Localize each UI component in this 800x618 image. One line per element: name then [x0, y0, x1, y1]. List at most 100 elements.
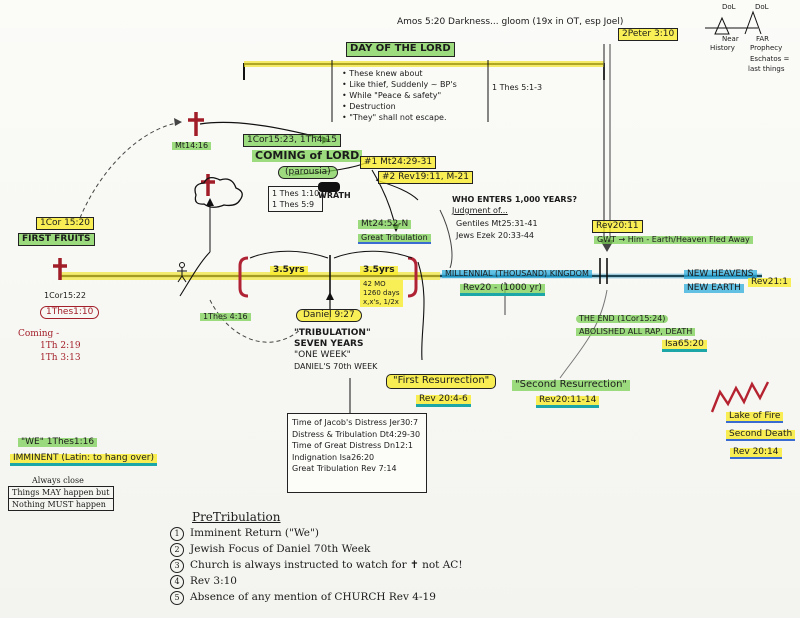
- blot-mark: [318, 182, 340, 192]
- dol-point: These knew about: [349, 69, 423, 78]
- always-notes: Always close Things MAY happen but Nothi…: [8, 475, 114, 511]
- thes416-ref: 1Thes 4:16: [200, 312, 251, 322]
- second-res-ref: Rev20:11-14: [536, 395, 600, 409]
- firstfruits-ref: 1Cor 15:20: [36, 217, 95, 231]
- rev1911-ref: #2 Rev19:11, M-21: [378, 171, 473, 185]
- day-of-lord-points: • These knew about • Like thief, Suddenl…: [342, 69, 457, 122]
- number-badge: 3: [170, 559, 184, 573]
- dol-point: Destruction: [349, 102, 396, 111]
- pretrib-item-text: Church is always instructed to watch for…: [190, 559, 463, 571]
- the-end: THE END (1Cor15:24): [576, 314, 669, 324]
- coming-red-line: 1Th 3:13: [40, 353, 81, 363]
- seven-years-line: "ONE WEEK": [294, 350, 351, 360]
- millennial-label: MILLENNIAL (THOUSAND) KINGDOM: [442, 269, 592, 279]
- days-line: 1260 days: [363, 289, 400, 297]
- always-line: Things MAY happen but: [8, 486, 114, 499]
- day-of-lord-title: DAY OF THE LORD: [346, 42, 455, 57]
- dol-point: While "Peace & safety": [349, 91, 442, 100]
- wrath-ref: 1 Thes 1:10: [272, 189, 320, 198]
- new-heavens: NEW HEAVENS: [684, 269, 757, 280]
- abolished: ABOLISHED ALL RAP, DEATH: [576, 327, 696, 337]
- coming-red-line: 1Th 2:19: [40, 341, 81, 351]
- coming-red-list: Coming - 1Th 2:19 1Th 3:13: [18, 328, 81, 364]
- always-line: Always close: [32, 476, 84, 485]
- coming-refs: 1Cor15:23, 1Th4:15: [243, 134, 342, 148]
- seven-years-line: SEVEN YEARS: [294, 339, 364, 349]
- wrath-label: WRATH: [318, 191, 351, 200]
- imminent-label: IMMINENT (Latin: to hang over): [10, 453, 157, 467]
- rev2011-ref: Rev20:11: [592, 220, 643, 234]
- mt2431-ref: #1 Mt24:29-31: [360, 156, 437, 170]
- cross-icon: [188, 112, 204, 136]
- seven-years-list: "TRIBULATION" SEVEN YEARS "ONE WEEK" DAN…: [294, 328, 377, 372]
- dol-point: "They" shall not escape.: [349, 113, 447, 122]
- trib-line: Indignation Isa26:20: [292, 452, 375, 462]
- new-earth: NEW EARTH: [684, 283, 744, 294]
- gentiles-judgment: Gentiles Mt25:31-41: [456, 219, 538, 228]
- seven-years-line: DANIEL'S 70th WEEK: [294, 362, 378, 371]
- cloud-icon: [194, 176, 243, 208]
- tribulation-bracket-right: [407, 256, 418, 298]
- first-res-ref: Rev 20:4-6: [416, 394, 471, 408]
- wrath-ref: 1 Thes 5:9: [272, 200, 315, 209]
- coming-title: COMING of LORD: [252, 150, 363, 162]
- pretrib-item: 5 Absence of any mention of CHURCH Rev 4-…: [170, 589, 463, 605]
- trib-line: Distress & Tribulation Dt4:29-30: [292, 429, 421, 439]
- dol-eschatos: Eschatos =: [750, 55, 790, 63]
- number-badge: 1: [170, 527, 184, 541]
- dol-history: History: [710, 44, 735, 52]
- judgment-of: Judgment of...: [452, 206, 508, 215]
- coming-red-line: Coming -: [18, 329, 60, 339]
- wrath-refs: 1 Thes 1:10 1 Thes 5:9: [268, 186, 324, 212]
- number-badge: 2: [170, 543, 184, 557]
- trib-line: Time of Great Distress Dn12:1: [292, 441, 413, 450]
- thes110-ref: 1Thes1:10: [40, 306, 100, 320]
- dol-label-near-top: DoL: [722, 3, 736, 11]
- trib-line: Time of Jacob's Distress Jer30:7: [292, 418, 419, 427]
- parousia: (parousia): [278, 166, 338, 180]
- dol-near: Near: [722, 35, 739, 43]
- daniel927-ref: Daniel 9:27: [296, 309, 362, 323]
- firstfruits-label: FIRST FRUITS: [18, 233, 95, 247]
- dol-label-far-top: DoL: [755, 3, 769, 11]
- dol-last-things: last things: [748, 65, 785, 73]
- tribulation-bracket-left: [238, 256, 249, 298]
- isa6520-ref: Isa65:20: [662, 339, 707, 353]
- rev2014-ref: Rev 20:14: [730, 447, 782, 460]
- person-icon: [177, 262, 187, 283]
- days-list: 42 MO 1260 days x,x's, 1/2x: [360, 280, 403, 307]
- mt2152-ref: Mt24:52-N: [358, 219, 412, 230]
- amos-note: Amos 5:20 Darkness... gloom (19x in OT, …: [397, 17, 624, 27]
- dol-far: FAR: [756, 35, 770, 43]
- number-badge: 4: [170, 575, 184, 589]
- who-enters: WHO ENTERS 1,000 YEARS?: [452, 195, 577, 204]
- gwt-label: GWT → Him - Earth/Heaven Fled Away: [594, 235, 753, 245]
- first-resurrection: "First Resurrection": [386, 374, 497, 389]
- pretrib-item-text: Absence of any mention of CHURCH Rev 4-1…: [190, 591, 436, 603]
- pretrib-item-text: Rev 3:10: [190, 575, 237, 587]
- seven-years-line: "TRIBULATION": [294, 328, 371, 338]
- trib-line: Great Tribulation Rev 7:14: [292, 464, 397, 473]
- peter-ref: 2Peter 3:10: [618, 28, 679, 42]
- we-ref: "WE" 1Thes1:16: [18, 437, 98, 448]
- rev20-1000: Rev20 - (1000 yr): [460, 283, 545, 297]
- pretrib-item-text: Imminent Return ("We"): [190, 527, 319, 539]
- half1-label: 3.5yrs: [270, 265, 308, 276]
- pretrib-item-text: Jewish Focus of Daniel 70th Week: [190, 543, 371, 555]
- great-trib-label: Great Tribulation: [358, 233, 431, 245]
- fire-icon: [710, 381, 770, 413]
- dol-ref: 1 Thes 5:1-3: [492, 83, 543, 92]
- second-resurrection: "Second Resurrection": [512, 379, 631, 391]
- number-badge: 5: [170, 591, 184, 605]
- lake-of-fire: Lake of Fire: [726, 411, 784, 424]
- days-line: 42 MO: [363, 280, 386, 288]
- mt1416-ref: Mt14:16: [172, 141, 212, 151]
- pretrib-item: 2 Jewish Focus of Daniel 70th Week: [170, 541, 463, 557]
- half2-label: 3.5yrs: [360, 265, 398, 276]
- always-line: Nothing MUST happen: [8, 499, 114, 511]
- second-death: Second Death: [726, 429, 796, 442]
- days-line: x,x's, 1/2x: [363, 298, 399, 306]
- tribulation-names-box: Time of Jacob's Distress Jer30:7 Distres…: [287, 413, 427, 493]
